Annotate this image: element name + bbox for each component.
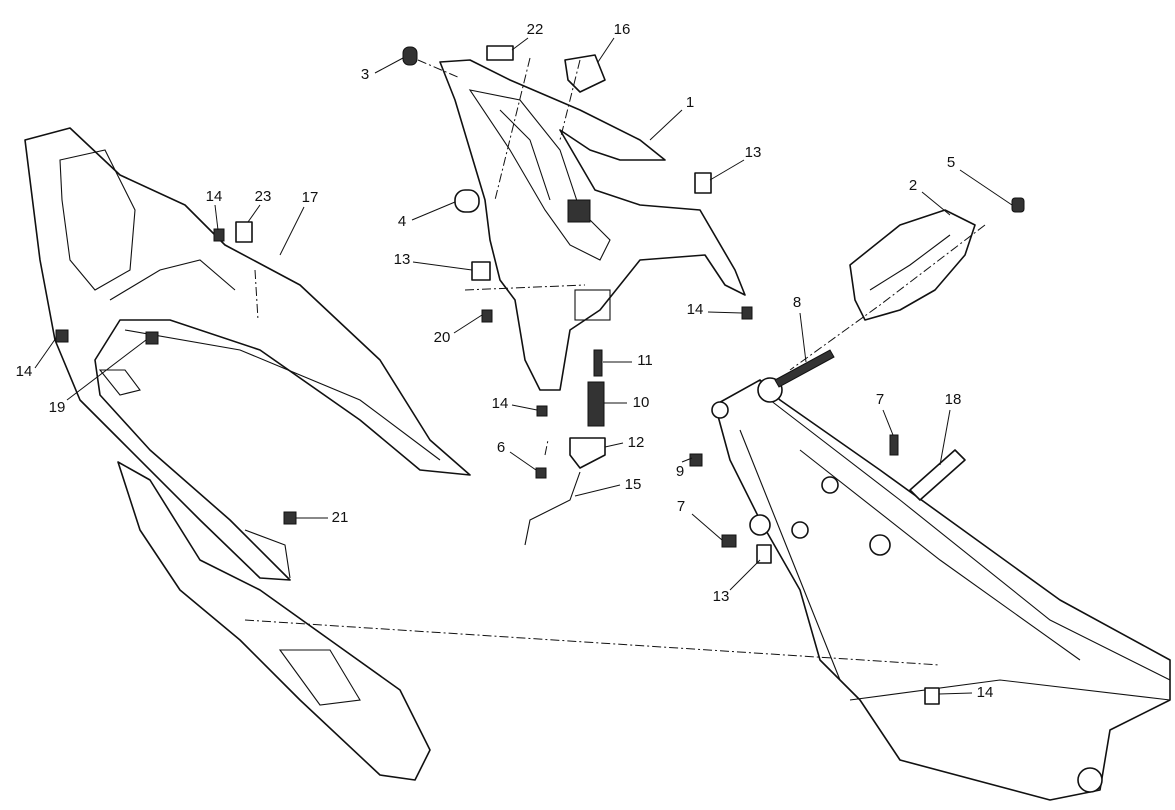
leader-lines — [34, 37, 1013, 695]
callout-21: 21 — [332, 509, 349, 526]
callout-17: 17 — [302, 189, 319, 206]
callout-4: 4 — [398, 213, 406, 230]
tail-fairing-side-panel — [24, 127, 471, 581]
callout-16: 16 — [614, 21, 631, 38]
callout-12: 12 — [628, 434, 645, 451]
callout-20: 20 — [434, 329, 451, 346]
callout-6: 6 — [497, 439, 505, 456]
callout-18: 18 — [945, 391, 962, 408]
callout-19: 19 — [49, 399, 66, 416]
callout-9: 9 — [676, 463, 684, 480]
callout-13: 13 — [745, 144, 762, 161]
assembly-axes — [244, 57, 986, 666]
callout-14: 14 — [206, 188, 223, 205]
callout-labels: 22 16 3 1 13 5 2 14 23 17 4 13 14 8 20 1… — [16, 21, 994, 701]
tail-unit — [439, 59, 746, 391]
callout-13: 13 — [713, 588, 730, 605]
callout-14: 14 — [977, 684, 994, 701]
rear-subframe — [711, 377, 1171, 801]
callout-11: 11 — [637, 352, 653, 369]
callout-14: 14 — [687, 301, 704, 318]
callout-5: 5 — [947, 154, 955, 171]
callout-7: 7 — [677, 498, 685, 515]
callout-14: 14 — [16, 363, 33, 380]
callout-3: 3 — [361, 66, 369, 83]
hardware — [55, 45, 1025, 705]
callout-8: 8 — [793, 294, 801, 311]
callout-14: 14 — [492, 395, 509, 412]
callout-10: 10 — [633, 394, 650, 411]
callout-2: 2 — [909, 177, 917, 194]
lower-side-cover — [117, 461, 431, 781]
callout-1: 1 — [686, 94, 694, 111]
callout-15: 15 — [625, 476, 642, 493]
grab-handle — [849, 209, 976, 321]
callout-7: 7 — [876, 391, 884, 408]
callout-13: 13 — [394, 251, 411, 268]
callout-23: 23 — [255, 188, 272, 205]
callout-22: 22 — [527, 21, 544, 38]
